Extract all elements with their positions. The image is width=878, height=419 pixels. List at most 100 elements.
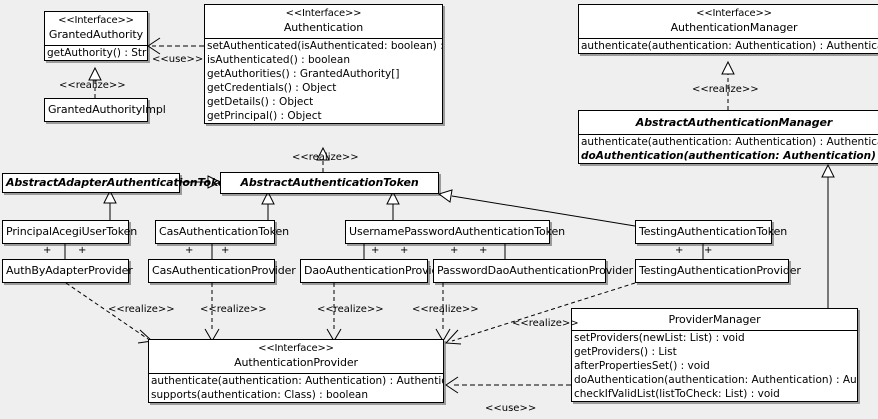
class-name-label: AuthenticationProvider [234,356,358,369]
assoc-marker-plus: + [704,245,713,256]
operations-compartment: authenticate(authentication: Authenticat… [579,134,878,163]
class-box-authentication[interactable]: <<Interface>> Authentication setAuthenti… [204,4,443,124]
class-header-abstract-adapter-authentication-token: AbstractAdapterAuthenticationToken [3,174,233,192]
edge-label-realize-abstract-auth-manager: <<realize>> [692,84,759,95]
class-box-dao-authentication-provider[interactable]: DaoAuthenticationProvider [300,259,450,283]
class-name-label: UsernamePasswordAuthenticationToken [349,225,566,238]
operations-compartment: setAuthenticated(isAuthenticated: boolea… [205,38,442,123]
class-box-abstract-adapter-authentication-token[interactable]: AbstractAdapterAuthenticationToken [2,173,233,193]
class-name-label: GrantedAuthorityImpl [48,103,166,116]
edge-use-grantedauthority [147,37,204,55]
operation-row: getProviders() : List [574,346,677,358]
edge-label-realize-password-dao-provider: <<realize>> [412,304,479,315]
edge-generalize-providermanager [821,163,835,308]
operation-row: isAuthenticated() : boolean [207,54,350,66]
edge-generalize-principalacegiusertoken [103,189,117,220]
assoc-marker-plus: + [371,245,380,256]
assoc-marker-plus: + [78,245,87,256]
class-box-cas-authentication-token[interactable]: CasAuthenticationToken [155,220,289,244]
class-box-username-password-authentication-token[interactable]: UsernamePasswordAuthenticationToken [345,220,566,244]
class-header-testing-authentication-token: TestingAuthenticationToken [636,221,788,243]
class-header-dao-authentication-provider: DaoAuthenticationProvider [301,260,450,282]
edge-label-realize-auth-by-adapter: <<realize>> [108,304,175,315]
operation-row: getDetails() : Object [207,96,314,108]
stereotype-label: <<Interface>> [285,8,362,19]
class-header-username-password-authentication-token: UsernamePasswordAuthenticationToken [346,221,566,243]
operation-row: supports(authentication: Class) : boolea… [151,389,368,401]
class-name-label: AuthenticationManager [670,21,798,34]
operation-row: getPrincipal() : Object [207,110,322,122]
class-header-auth-by-adapter-provider: AuthByAdapterProvider [3,260,133,282]
class-box-password-dao-authentication-provider[interactable]: PasswordDaoAuthenticationProvider [433,259,634,283]
class-header-cas-authentication-provider: CasAuthenticationProvider [149,260,296,282]
class-name-label: AbstractAdapterAuthenticationToken [6,176,233,189]
operation-row: checkIfValidList(listToCheck: List) : vo… [574,388,780,400]
class-name-label: TestingAuthenticationProvider [639,264,801,277]
class-name-label: GrantedAuthority [48,28,144,41]
class-header-principal-acegi-user-token: PrincipalAcegiUserToken [3,221,137,243]
class-box-provider-manager[interactable]: ProviderManager setProviders(newList: Li… [571,308,858,402]
class-box-authentication-manager[interactable]: <<Interface>> AuthenticationManager auth… [578,4,878,54]
class-header-granted-authority: <<Interface>> GrantedAuthority [45,12,147,45]
class-name-label: DaoAuthenticationProvider [304,264,450,277]
edge-label-use-granted-authority: <<use>> [152,54,204,65]
operations-compartment: authenticate(authentication: Authenticat… [579,38,878,53]
class-box-abstract-authentication-token[interactable]: AbstractAuthenticationToken [220,172,439,194]
edge-label-realize-provider-manager: <<realize>> [512,318,579,329]
assoc-marker-plus: + [450,245,459,256]
class-box-principal-acegi-user-token[interactable]: PrincipalAcegiUserToken [2,220,137,244]
operation-row: doAuthentication(authentication: Authent… [574,374,857,386]
assoc-marker-plus: + [479,245,488,256]
operation-row: setAuthenticated(isAuthenticated: boolea… [207,40,442,52]
stereotype-label: <<Interface>> [696,8,772,19]
stereotype-label: <<Interface>> [58,15,134,26]
class-header-abstract-authentication-token: AbstractAuthenticationToken [221,173,438,193]
class-name-label: AuthByAdapterProvider [6,264,133,277]
class-name-label: TestingAuthenticationToken [639,225,788,238]
assoc-marker-plus: + [43,245,52,256]
class-box-authentication-provider[interactable]: <<Interface>> AuthenticationProvider aut… [148,339,444,403]
operations-compartment: getAuthority() : String [45,45,147,60]
class-header-authentication: <<Interface>> Authentication [205,5,442,38]
edge-generalize-usernamepasswordtoken [386,190,400,220]
operation-row: setProviders(newList: List) : void [574,332,745,344]
operation-row: authenticate(authentication: Authenticat… [151,375,443,387]
class-header-abstract-authentication-manager: AbstractAuthenticationManager [579,111,878,134]
operation-row: getAuthorities() : GrantedAuthority[] [207,68,400,80]
class-box-testing-authentication-token[interactable]: TestingAuthenticationToken [635,220,788,244]
class-name-label: CasAuthenticationProvider [152,264,296,277]
edge-label-realize-dao-provider: <<realize>> [317,304,384,315]
operation-row: afterPropertiesSet() : void [574,360,710,372]
assoc-marker-plus: + [185,245,194,256]
assoc-marker-plus: + [400,245,409,256]
assoc-marker-plus: + [221,245,230,256]
edge-label-realize-cas-provider: <<realize>> [200,304,267,315]
operation-row: doAuthentication(authentication: Authent… [581,150,878,162]
edge-generalize-casauthenticationtoken [261,190,275,220]
edge-label-realize-granted-authority-impl: <<realize>> [59,80,126,91]
class-name-label: CasAuthenticationToken [159,225,289,238]
class-box-granted-authority[interactable]: <<Interface>> GrantedAuthority getAuthor… [44,11,148,61]
assoc-marker-plus: + [675,245,684,256]
operation-row: authenticate(authentication: Authenticat… [581,136,878,148]
operation-row: getCredentials() : Object [207,82,337,94]
class-header-authentication-provider: <<Interface>> AuthenticationProvider [149,340,443,373]
class-box-abstract-authentication-manager[interactable]: AbstractAuthenticationManager authentica… [578,110,878,164]
class-name-label: PasswordDaoAuthenticationProvider [437,264,634,277]
class-name-label: AbstractAuthenticationManager [635,116,833,129]
class-header-granted-authority-impl: GrantedAuthorityImpl [45,99,166,121]
edge-label-realize-authentication-token: <<realize>> [292,152,359,163]
class-box-cas-authentication-provider[interactable]: CasAuthenticationProvider [148,259,296,283]
class-header-provider-manager: ProviderManager [572,309,857,330]
class-box-testing-authentication-provider[interactable]: TestingAuthenticationProvider [635,259,801,283]
class-name-label: ProviderManager [668,313,761,326]
class-box-auth-by-adapter-provider[interactable]: AuthByAdapterProvider [2,259,133,283]
operations-compartment: authenticate(authentication: Authenticat… [149,373,443,402]
operation-row: getAuthority() : String [47,47,147,59]
class-name-label: Authentication [283,21,364,34]
class-header-cas-authentication-token: CasAuthenticationToken [156,221,289,243]
class-box-granted-authority-impl[interactable]: GrantedAuthorityImpl [44,98,166,122]
class-header-password-dao-authentication-provider: PasswordDaoAuthenticationProvider [434,260,634,282]
class-name-label: AbstractAuthenticationToken [240,176,419,189]
